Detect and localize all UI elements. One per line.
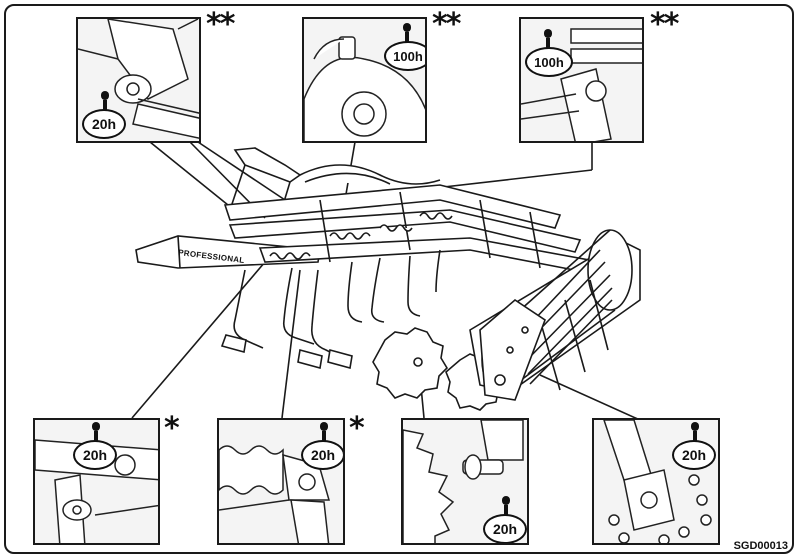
grease-nipple-icon — [544, 29, 552, 49]
interval-mark: ** — [432, 7, 461, 42]
inset-top-right: 100h — [519, 17, 644, 143]
tine-pivot-detail-drawing — [35, 439, 158, 543]
roller-bearing-detail-drawing — [603, 420, 712, 543]
pivot-detail-drawing — [78, 19, 199, 139]
lubrication-badge: 20h — [82, 91, 128, 141]
interval-mark: ** — [650, 7, 679, 42]
grease-nipple-icon — [320, 422, 328, 442]
interval-mark: ** — [206, 7, 235, 42]
inset-top-center: 100h — [302, 17, 427, 143]
lubrication-badge: 20h — [483, 496, 527, 543]
interval-label: 20h — [82, 109, 126, 139]
lubrication-badge: 20h — [73, 422, 119, 472]
inset-bottom-center-left: 20h — [217, 418, 345, 545]
grease-nipple-icon — [691, 422, 699, 442]
cage-roller — [469, 229, 641, 401]
inset-bottom-center-right: 20h — [401, 418, 529, 545]
lubrication-badge: 20h — [672, 422, 718, 472]
interval-mark: * — [164, 411, 180, 446]
hinge-detail-drawing — [521, 28, 642, 141]
grease-nipple-icon — [92, 422, 100, 442]
tines — [220, 249, 441, 370]
lubrication-badge: 100h — [525, 29, 573, 79]
inset-bottom-left: 20h — [33, 418, 160, 545]
inset-bottom-right: 20h — [592, 418, 720, 545]
interval-label: 20h — [73, 440, 117, 470]
bearing-detail-drawing — [304, 36, 425, 141]
interval-label: 100h — [384, 41, 425, 71]
main-frame — [223, 164, 602, 275]
grease-nipple-icon — [101, 91, 109, 111]
interval-label: 20h — [301, 440, 343, 470]
interval-label: 20h — [483, 514, 527, 543]
inset-top-left: 20h — [76, 17, 201, 143]
grease-nipple-icon — [403, 23, 411, 43]
lubrication-badge: 20h — [301, 422, 343, 472]
grease-nipple-icon — [502, 496, 510, 516]
lubrication-badge: 100h — [384, 23, 425, 73]
drawing-code: SGD00013 — [733, 540, 788, 552]
interval-label: 20h — [672, 440, 716, 470]
interval-label: 100h — [525, 47, 573, 77]
disc-hub-detail-drawing — [403, 420, 524, 543]
interval-mark: * — [349, 411, 365, 446]
